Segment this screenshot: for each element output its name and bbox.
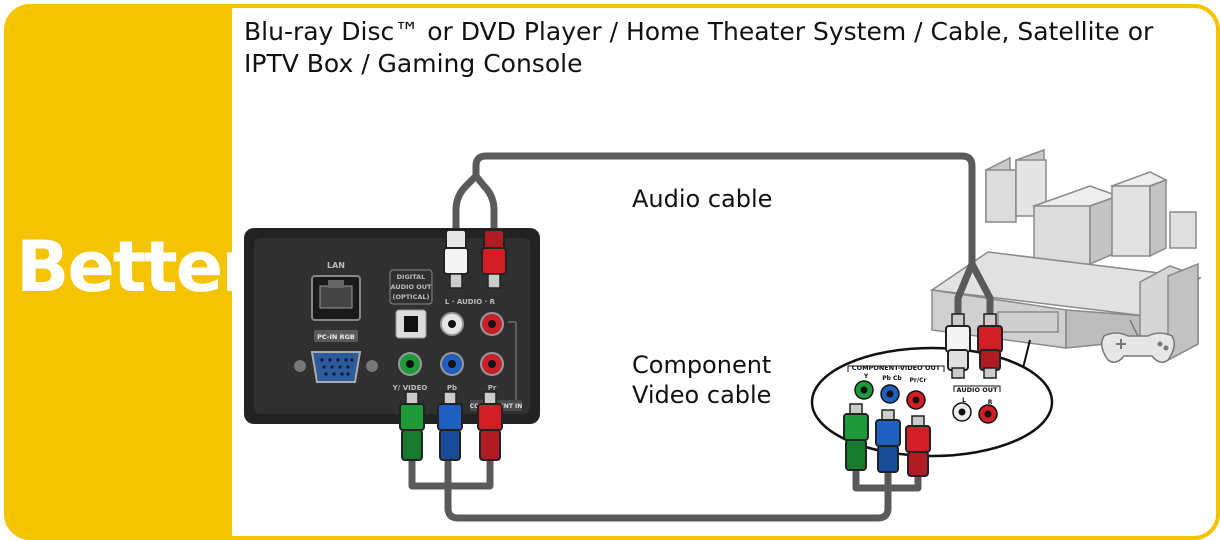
component-cable-label: Component Video cable [632, 351, 772, 409]
audio-in-label: L · AUDIO · R [445, 298, 496, 306]
digital-label-1: DIGITAL [397, 273, 426, 281]
optical-port [395, 309, 427, 339]
device-pr-jack [906, 390, 926, 410]
quality-sidebar: Better [8, 8, 256, 536]
component-plug-green-device [843, 403, 869, 471]
component-plug-red-device [905, 415, 931, 477]
component-in-pr-jack [480, 352, 504, 376]
audio-cable-label: Audio cable [632, 185, 773, 213]
component-plug-red-tv [477, 391, 503, 461]
audio-plug-red-device [977, 313, 1003, 379]
device-title: Blu-ray Disc™ or DVD Player / Home Theat… [244, 17, 1154, 78]
audio-out-l-label: L [962, 397, 966, 404]
component-out-label: COMPONENT-VIDEO OUT [852, 364, 941, 372]
component-plug-blue-device [875, 409, 901, 473]
component-in-pb-jack [440, 352, 464, 376]
device-y-jack [854, 380, 874, 400]
component-plug-green-tv [399, 391, 425, 461]
audio-out-r-label: R [988, 399, 993, 406]
device-pb-jack [880, 384, 900, 404]
audio-in-r-jack [480, 312, 504, 336]
audio-out-label: AUDIO OUT [957, 386, 999, 394]
component-plug-blue-tv [437, 391, 463, 461]
audio-in-l-jack [440, 312, 464, 336]
audio-plug-white-tv [443, 229, 469, 289]
home-theater-system [929, 148, 1203, 363]
cable-paths [408, 152, 994, 522]
pc-in-label: PC-IN RGB [317, 333, 355, 341]
device-audio-l-jack [952, 402, 972, 422]
pb-label: Pb [447, 384, 457, 392]
pr-label: Pr [488, 384, 497, 392]
digital-label-3: (OPTICAL) [392, 293, 429, 301]
vga-port [294, 351, 378, 383]
digital-label-2: AUDIO OUT [391, 283, 433, 291]
audio-plug-white-device [945, 313, 971, 379]
y-out-label: Y [863, 373, 869, 380]
lan-port [311, 275, 361, 321]
component-in-y-jack [398, 352, 422, 376]
device-audio-r-jack [978, 404, 998, 424]
pb-cb-label: Pb Cb [882, 375, 902, 382]
tv-back-panel: LAN PC-IN RGB DIGITAL AUDIO OUT (OPTICAL… [244, 228, 540, 424]
pr-cr-label: Pr/Cr [910, 377, 927, 384]
quality-label: Better [16, 226, 256, 308]
audio-plug-red-tv [481, 229, 507, 289]
y-video-label: Y/ VIDEO [392, 384, 428, 392]
lan-label: LAN [327, 261, 345, 270]
